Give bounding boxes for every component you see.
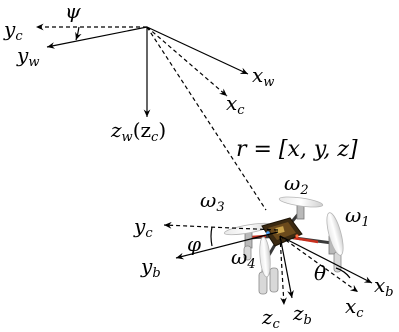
body-yb-axis bbox=[175, 231, 279, 260]
propeller-2 bbox=[278, 196, 324, 208]
omega2-label: ω2 bbox=[284, 171, 309, 198]
phi-label: φ bbox=[187, 232, 201, 256]
world-xw-label: xw bbox=[252, 63, 274, 90]
body-xc-axis bbox=[279, 235, 359, 293]
psi-label: ψ bbox=[65, 0, 81, 23]
body-zc-axis bbox=[279, 235, 287, 306]
phi-angle-arc bbox=[210, 226, 213, 247]
body-yb-label: yb bbox=[140, 254, 161, 281]
leg-4b bbox=[269, 267, 279, 293]
body-xc-label: xc bbox=[345, 294, 364, 321]
position-vector-label: r = [x, y, z] bbox=[236, 137, 358, 162]
world-yw-axis bbox=[46, 26, 148, 49]
body-zb-axis bbox=[279, 235, 294, 299]
body-zc-label: zc bbox=[261, 305, 281, 332]
world-xc-label: xc bbox=[226, 91, 245, 118]
drone-led-red bbox=[295, 234, 299, 238]
world-xw-axis bbox=[146, 26, 249, 75]
omega3-label: ω3 bbox=[200, 188, 225, 215]
world-yw-label: yw bbox=[16, 43, 39, 70]
propeller-1 bbox=[326, 212, 344, 256]
arm-accent-1 bbox=[293, 236, 319, 244]
theta-angle-arc bbox=[335, 267, 351, 279]
theta-label: θ bbox=[314, 261, 326, 285]
position-vector: r = [x, y, z] bbox=[146, 26, 358, 211]
body-frame bbox=[163, 221, 373, 306]
quadrotor-drone bbox=[223, 196, 344, 295]
omega4-label: ω4 bbox=[231, 245, 256, 272]
position-vector-line bbox=[146, 26, 267, 211]
body-yc-axis bbox=[163, 221, 279, 231]
world-yc-label: yc bbox=[3, 17, 23, 44]
world-xc-axis bbox=[146, 26, 228, 97]
body-xb-label: xb bbox=[374, 273, 394, 300]
propeller-4 bbox=[259, 236, 271, 278]
body-xb-axis bbox=[279, 235, 373, 284]
psi-angle-arc bbox=[75, 26, 82, 41]
drone-labels: ω2 ω3 ω1 ω4 yc φ yb θ xb xc zc zb bbox=[133, 171, 394, 332]
body-yc-label: yc bbox=[133, 214, 153, 241]
omega1-label: ω1 bbox=[345, 203, 370, 230]
body-zb-label: zb bbox=[292, 301, 312, 328]
world-zw-label: zw(zc) bbox=[110, 118, 166, 145]
world-frame: yc ψ yw xw xc zw(zc) bbox=[3, 0, 274, 145]
leg-3 bbox=[243, 245, 252, 261]
